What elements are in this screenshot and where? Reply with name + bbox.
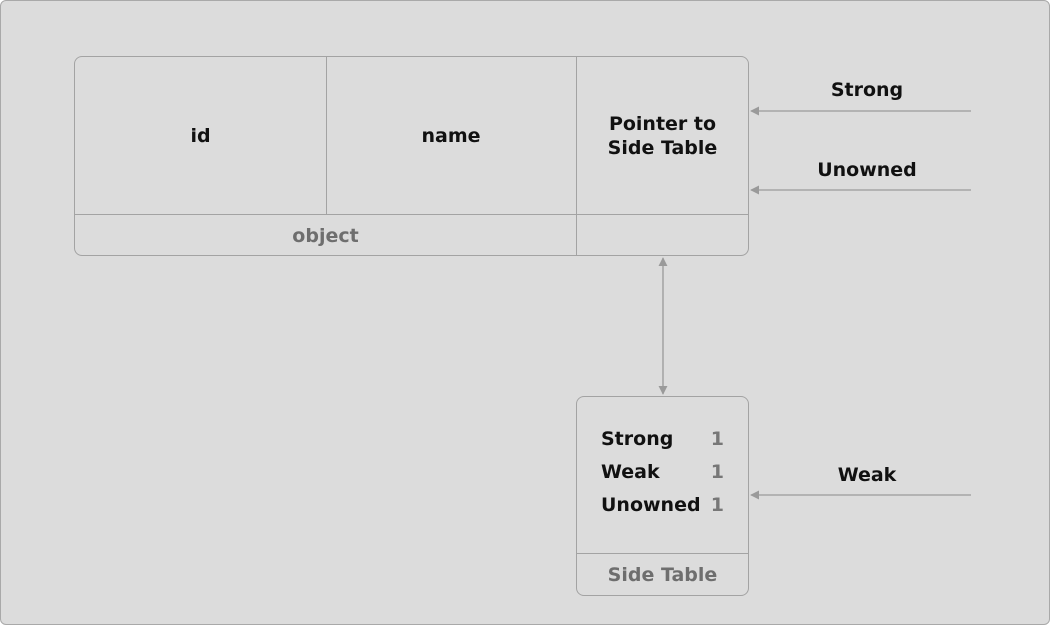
- object-footer-divider: [576, 214, 577, 256]
- side-table-box: Strong 1 Weak 1 Unowned 1 Side Table: [576, 396, 749, 596]
- field-id: id: [75, 57, 327, 214]
- side-table-row-count: 1: [710, 494, 724, 516]
- side-table-divider: [577, 553, 748, 554]
- side-table-row-weak: Weak 1: [601, 456, 724, 489]
- object-box-label: object: [292, 224, 359, 247]
- pointer-label-line-1: Pointer to: [608, 112, 717, 135]
- side-table-row-count: 1: [710, 428, 724, 450]
- strong-reference-label: Strong: [830, 79, 904, 101]
- weak-reference-label: Weak: [837, 464, 897, 486]
- side-table-row-label: Unowned: [601, 494, 701, 516]
- pointer-label-line-2: Side Table: [607, 136, 718, 159]
- side-table-row-strong: Strong 1: [601, 423, 724, 456]
- side-table-row-label: Strong: [601, 428, 674, 450]
- unowned-reference-label: Unowned: [817, 159, 917, 181]
- field-pointer-to-side-table: Pointer to Side Table: [576, 57, 749, 214]
- object-divider: [75, 214, 748, 215]
- side-table-row-count: 1: [710, 461, 724, 483]
- side-table-rows: Strong 1 Weak 1 Unowned 1: [601, 423, 724, 522]
- side-table-row-unowned: Unowned 1: [601, 489, 724, 522]
- side-table-row-label: Weak: [601, 461, 660, 483]
- field-name: name: [326, 57, 577, 214]
- object-box: id name Pointer to Side Table object: [74, 56, 749, 256]
- side-table-label: Side Table: [607, 564, 718, 586]
